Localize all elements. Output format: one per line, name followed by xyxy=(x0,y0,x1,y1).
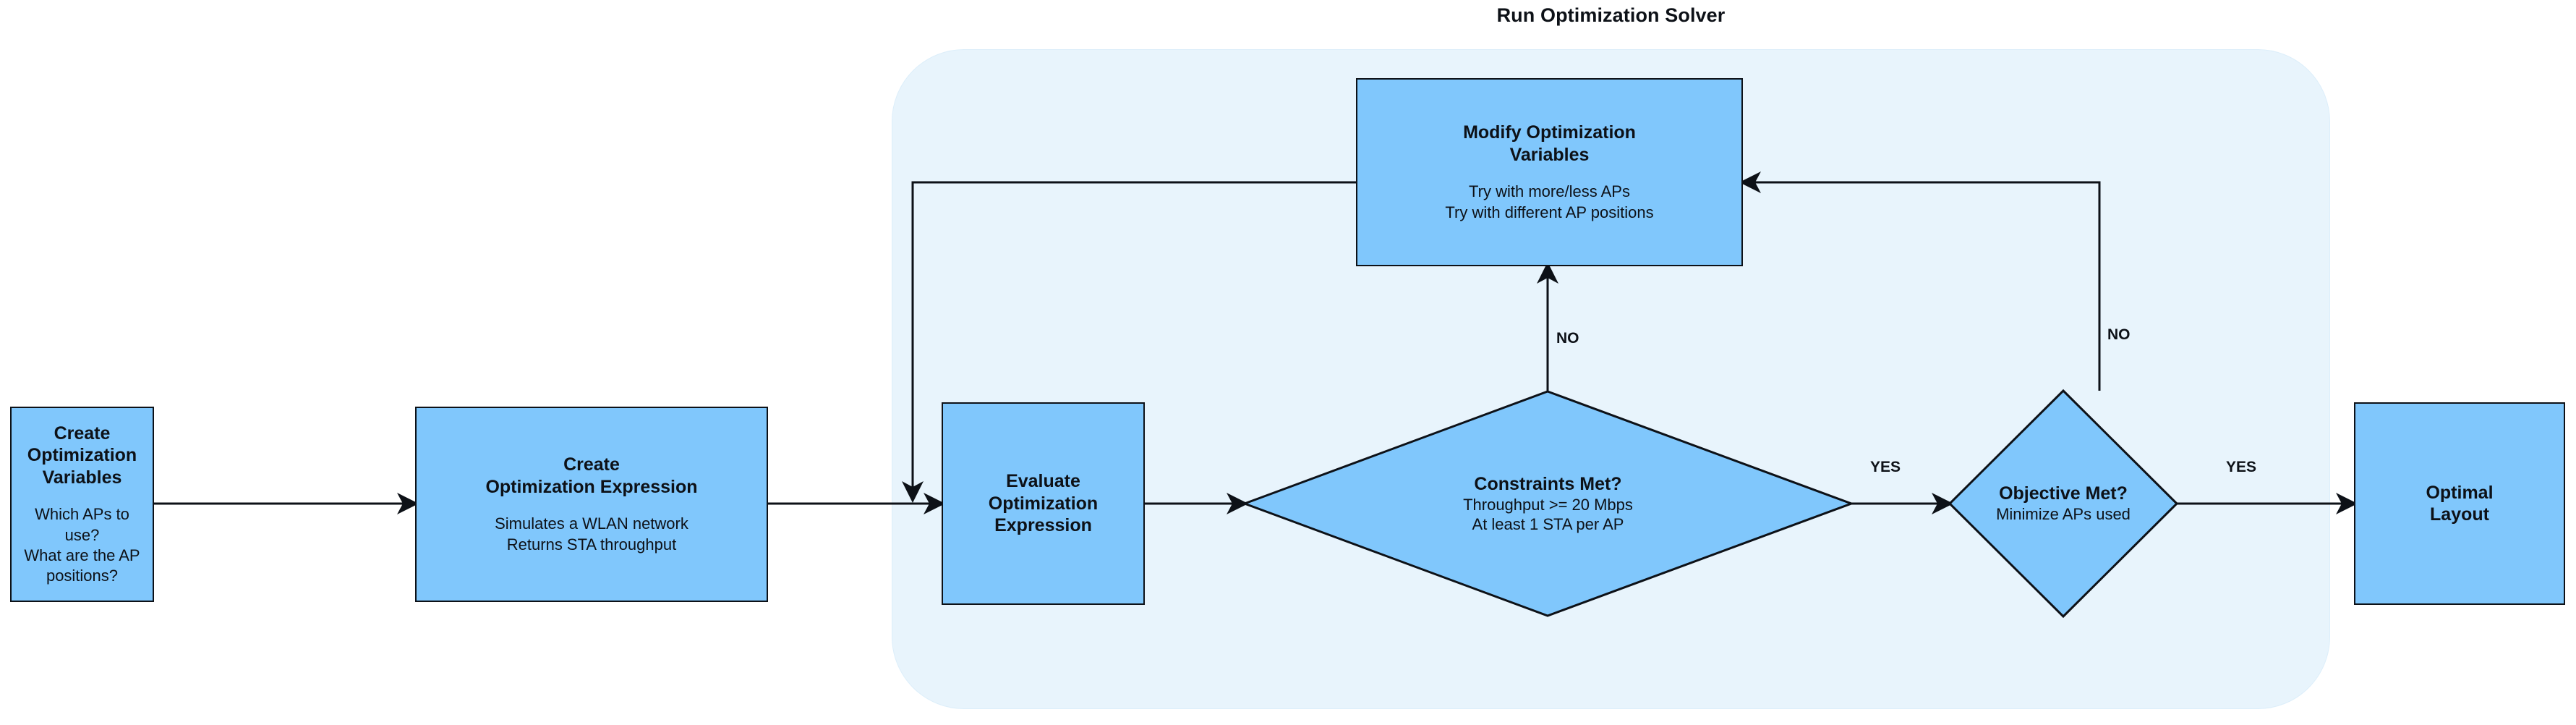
node-evaluate-optimization-expression[interactable]: Evaluate Optimization Expression xyxy=(942,402,1145,605)
decision-subtitle: Throughput >= 20 Mbps At least 1 STA per… xyxy=(1463,495,1633,534)
node-title: Optimal Layout xyxy=(2426,482,2494,525)
decision-title: Objective Met? xyxy=(1999,483,2128,504)
node-create-optimization-expression[interactable]: Create Optimization Expression Simulates… xyxy=(415,407,768,602)
edge-label-constraints-no: NO xyxy=(1556,330,1579,347)
node-create-optimization-variables[interactable]: Create Optimization Variables Which APs … xyxy=(10,407,154,602)
node-subtitle: Which APs to use? What are the AP positi… xyxy=(24,505,140,585)
decision-title: Constraints Met? xyxy=(1474,473,1622,494)
decision-text: Constraints Met? Throughput >= 20 Mbps A… xyxy=(1245,391,1851,616)
edge-label-constraints-yes: YES xyxy=(1870,459,1901,475)
node-subtitle: Simulates a WLAN network Returns STA thr… xyxy=(495,514,688,554)
decision-subtitle: Minimize APs used xyxy=(1996,505,2131,524)
node-subtitle: Try with more/less APs Try with differen… xyxy=(1445,182,1654,221)
decision-objective-met[interactable]: Objective Met? Minimize APs used xyxy=(1950,391,2177,616)
solver-panel-title: Run Optimization Solver xyxy=(1496,4,1726,26)
edge-label-objective-yes: YES xyxy=(2226,459,2257,475)
node-title: Create Optimization Variables xyxy=(27,423,137,488)
node-modify-optimization-variables[interactable]: Modify Optimization Variables Try with m… xyxy=(1356,78,1743,266)
node-title: Modify Optimization Variables xyxy=(1463,122,1636,165)
decision-text: Objective Met? Minimize APs used xyxy=(1950,391,2177,616)
node-title: Evaluate Optimization Expression xyxy=(988,471,1099,536)
decision-constraints-met[interactable]: Constraints Met? Throughput >= 20 Mbps A… xyxy=(1245,391,1851,616)
edge-label-objective-no: NO xyxy=(2107,326,2131,343)
node-optimal-layout[interactable]: Optimal Layout xyxy=(2354,402,2565,605)
node-title: Create Optimization Expression xyxy=(485,454,698,497)
